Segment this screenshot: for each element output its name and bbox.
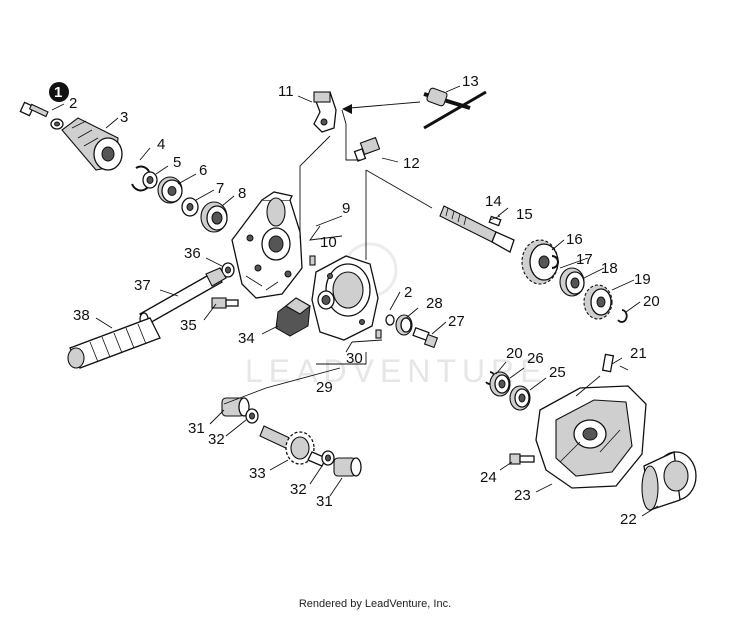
part-33-gear-shaft[interactable]	[259, 425, 327, 467]
part-14-spindle-shaft[interactable]	[439, 205, 515, 253]
part-21-label[interactable]	[601, 353, 615, 373]
callout-15: 15	[516, 206, 533, 223]
callout-33: 33	[249, 465, 266, 482]
part-7-washer[interactable]	[181, 197, 199, 217]
part-27-bolt[interactable]	[412, 327, 439, 349]
part-22-clutch-drum[interactable]	[641, 451, 697, 511]
part-16-gear[interactable]	[521, 239, 559, 285]
part-13-chuck-key[interactable]	[423, 87, 487, 130]
part-18-bearing[interactable]	[559, 267, 585, 297]
part-8-bearing[interactable]	[200, 201, 228, 233]
callout-9: 9	[342, 200, 350, 217]
callout-29: 29	[316, 379, 333, 396]
callout-36: 36	[184, 245, 201, 262]
callout-1: 1	[54, 84, 62, 101]
part-31-bearing-lower[interactable]	[333, 457, 362, 477]
callout-25: 25	[549, 364, 566, 381]
part-6-bearing[interactable]	[157, 176, 183, 204]
part-30-pin[interactable]	[375, 329, 382, 339]
part-38-grip[interactable]	[67, 317, 161, 369]
part-31-bearing-upper[interactable]	[221, 397, 250, 417]
callout-11: 11	[278, 83, 294, 100]
callout-2a: 2	[69, 95, 77, 112]
part-37-handle-shaft[interactable]	[139, 267, 227, 326]
part-11-bracket[interactable]	[313, 91, 337, 133]
callout-32a: 32	[208, 431, 225, 448]
callout-17: 17	[576, 251, 593, 268]
callout-31a: 31	[188, 420, 205, 437]
part-28-bearing[interactable]	[395, 314, 413, 336]
part-1-screw[interactable]	[19, 101, 49, 118]
callout-7: 7	[216, 180, 224, 197]
callout-1-badge	[49, 82, 69, 102]
callout-18: 18	[601, 260, 618, 277]
callout-10: 10	[320, 234, 337, 251]
callout-13: 13	[462, 73, 479, 90]
callout-26: 26	[527, 350, 544, 367]
callout-32b: 32	[290, 481, 307, 498]
callout-12: 12	[403, 155, 420, 172]
callout-20a: 20	[643, 293, 660, 310]
callout-numbers: 1 2 3 4 5 6 7 8 9 10 11 12 13 14 15 16 1…	[49, 73, 660, 528]
part-23-rear-case[interactable]	[535, 385, 647, 489]
callout-8: 8	[238, 185, 246, 202]
part-17-clip[interactable]	[551, 255, 559, 269]
part-2-washer-b[interactable]	[385, 314, 395, 326]
part-12-bolt[interactable]	[353, 136, 381, 162]
callout-27: 27	[448, 313, 465, 330]
arrow-icon	[342, 104, 352, 114]
footer-credit: Rendered by LeadVenture, Inc.	[298, 598, 452, 610]
part-32-washer-upper[interactable]	[245, 408, 259, 424]
part-10-pin[interactable]	[309, 255, 316, 266]
callout-16: 16	[566, 231, 583, 248]
callout-6: 6	[199, 162, 207, 179]
callout-35: 35	[180, 317, 197, 334]
part-9-gear-case[interactable]	[231, 191, 303, 299]
callout-37: 37	[134, 277, 151, 294]
callout-34: 34	[238, 330, 255, 347]
callout-4: 4	[157, 136, 165, 153]
part-34-lever[interactable]	[275, 297, 311, 337]
callout-5: 5	[173, 154, 181, 171]
part-2-washer[interactable]	[50, 118, 64, 130]
callout-14: 14	[485, 193, 502, 210]
callout-2b: 2	[404, 284, 412, 301]
part-20-snap-ring[interactable]	[617, 309, 628, 323]
part-24-bolt[interactable]	[509, 453, 535, 465]
part-3-drill-chuck[interactable]	[61, 117, 123, 171]
callout-30: 30	[346, 350, 363, 367]
part-25-bearing[interactable]	[509, 385, 531, 411]
callout-19: 19	[634, 271, 651, 288]
callout-31b: 31	[316, 493, 333, 510]
callout-22: 22	[620, 511, 637, 528]
part-32-washer-lower[interactable]	[321, 450, 335, 466]
part-29-gear-housing[interactable]	[311, 255, 379, 341]
part-19-gear[interactable]	[583, 284, 613, 320]
callout-23: 23	[514, 487, 531, 504]
part-26-bearing[interactable]	[489, 371, 511, 397]
callout-20b: 20	[506, 345, 523, 362]
callout-38: 38	[73, 307, 90, 324]
part-5-spacer[interactable]	[142, 171, 158, 189]
callout-3: 3	[120, 109, 128, 126]
callout-24: 24	[480, 469, 497, 486]
callout-21: 21	[630, 345, 647, 362]
leader-lines	[51, 85, 659, 517]
part-36-seal[interactable]	[221, 262, 235, 278]
callout-28: 28	[426, 295, 443, 312]
part-35-bolt[interactable]	[211, 297, 239, 309]
